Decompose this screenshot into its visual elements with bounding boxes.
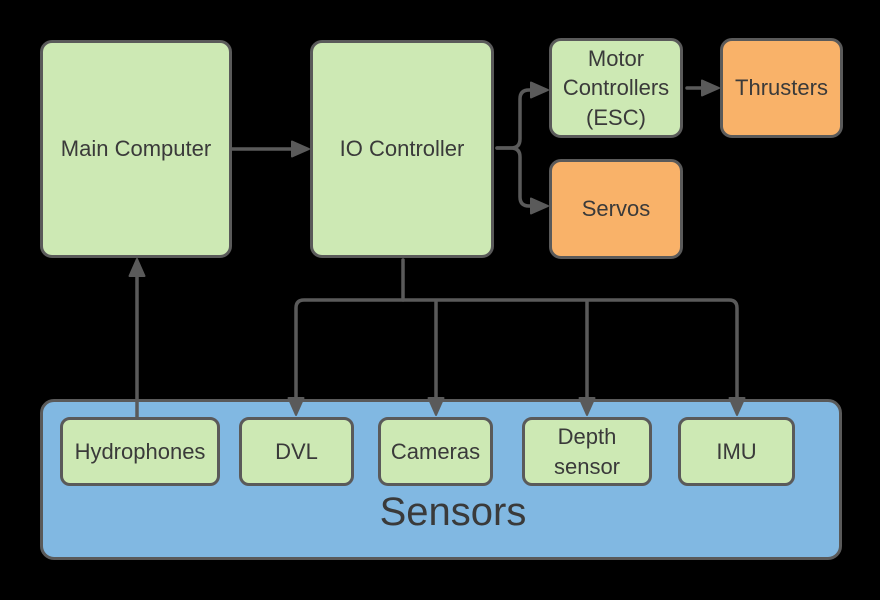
node-depth-sensor-label: Depth sensor [553, 424, 621, 479]
node-hydrophones: Hydrophones [60, 417, 220, 486]
edge-sensors-distribution-rail [294, 298, 739, 402]
node-hydrophones-label: Hydrophones [74, 438, 206, 464]
node-motor-controllers: Motor Controllers (ESC) [549, 38, 683, 138]
node-dvl-label: DVL [275, 438, 318, 464]
node-thrusters: Thrusters [720, 38, 843, 138]
node-servos-label: Servos [581, 196, 651, 222]
node-io-controller: IO Controller [310, 40, 494, 258]
group-sensors-label: Sensors [379, 490, 527, 534]
arrowhead-into-thrusters [701, 79, 720, 97]
arrowhead-into-main-computer [128, 258, 146, 277]
node-main-computer: Main Computer [40, 40, 232, 258]
node-dvl: DVL [239, 417, 354, 486]
node-io-controller-label: IO Controller [339, 136, 465, 162]
node-thrusters-label: Thrusters [735, 75, 828, 101]
node-servos: Servos [549, 159, 683, 259]
arrowhead-into-io-controller [291, 140, 310, 158]
edge-io-controller-to-servos [495, 146, 533, 208]
node-cameras-label: Cameras [390, 438, 481, 464]
node-main-computer-label: Main Computer [60, 136, 212, 162]
node-depth-sensor: Depth sensor [522, 417, 652, 486]
node-imu-label: IMU [716, 438, 757, 464]
edge-io-controller-to-motor-controllers [495, 88, 533, 150]
arrowhead-into-motor-controllers [530, 81, 549, 99]
node-imu: IMU [678, 417, 795, 486]
node-cameras: Cameras [378, 417, 493, 486]
arrowhead-into-servos [530, 197, 549, 215]
node-motor-controllers-label: Motor Controllers (ESC) [562, 46, 670, 130]
